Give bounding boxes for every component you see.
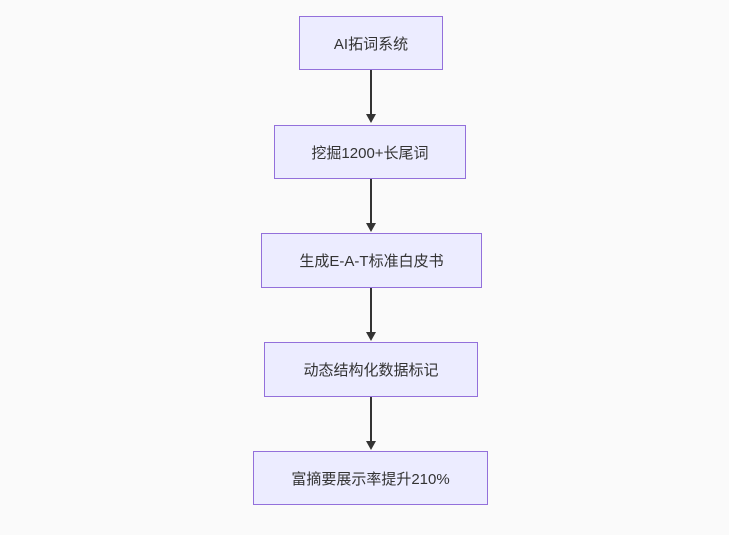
flow-edge-1 <box>366 70 376 123</box>
flow-node-label: AI拓词系统 <box>333 35 409 53</box>
flow-node-label: 挖掘1200+长尾词 <box>311 144 429 162</box>
arrow-down-icon <box>366 441 376 450</box>
arrow-down-icon <box>366 114 376 123</box>
flow-edge-2 <box>366 179 376 232</box>
flow-edge-4 <box>366 397 376 450</box>
flow-node-ai-word-expansion-system: AI拓词系统 <box>299 16 443 70</box>
flow-node-mine-longtail-keywords: 挖掘1200+长尾词 <box>274 125 466 179</box>
edge-line <box>370 70 372 114</box>
flow-node-label: 动态结构化数据标记 <box>303 362 439 379</box>
arrow-down-icon <box>366 223 376 232</box>
arrow-down-icon <box>366 332 376 341</box>
edge-line <box>370 288 372 332</box>
flow-node-label: 生成E-A-T标准白皮书 <box>299 253 444 270</box>
edge-line <box>370 397 372 441</box>
flow-node-rich-snippet-rate-increase: 富摘要展示率提升210% <box>253 451 488 505</box>
edge-line <box>370 179 372 223</box>
flow-node-label: 富摘要展示率提升210% <box>291 470 450 488</box>
flow-node-dynamic-structured-data-markup: 动态结构化数据标记 <box>264 342 478 397</box>
flow-node-generate-eat-whitepaper: 生成E-A-T标准白皮书 <box>261 233 482 288</box>
flow-edge-3 <box>366 288 376 341</box>
